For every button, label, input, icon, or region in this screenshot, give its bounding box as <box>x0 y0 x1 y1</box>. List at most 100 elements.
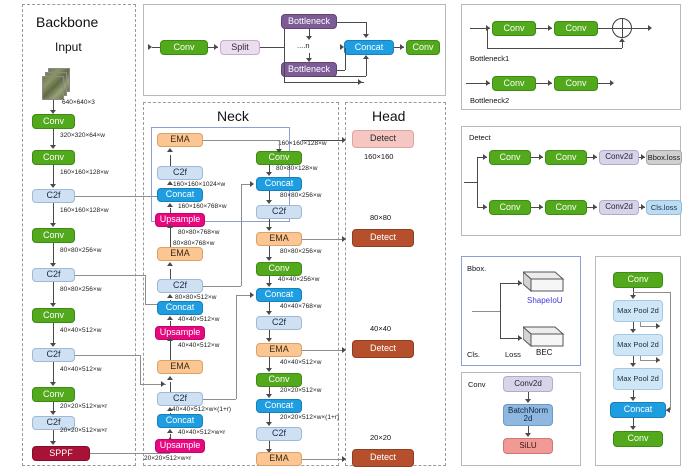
neck-node-c2f-r3[interactable]: C2f <box>256 427 302 441</box>
bb-dim-9: 20×20×512×w×r <box>60 427 108 434</box>
nl-dim-8: 40×40×512×w×(1+r) <box>172 406 232 413</box>
backbone-node-c2f-4[interactable]: C2f <box>32 416 75 430</box>
loss-bus <box>500 283 501 338</box>
head-detect-4[interactable]: Detect <box>352 449 414 467</box>
b1-in <box>470 28 490 29</box>
neck-node-c2f-1[interactable]: C2f <box>157 166 203 180</box>
backbone-node-conv-1[interactable]: Conv <box>32 114 75 129</box>
neck-node-c2f-2[interactable]: C2f <box>157 279 203 293</box>
detect-row2-conv-1[interactable]: Conv <box>489 200 531 215</box>
c2f-ellipsis: ....n <box>297 41 310 50</box>
backbone-node-c2f-3[interactable]: C2f <box>32 348 75 362</box>
detect-row2-conv2d[interactable]: Conv2d <box>599 200 639 215</box>
detect-bbox-loss[interactable]: Bbox.loss <box>646 150 682 165</box>
bottleneck1-conv-2[interactable]: Conv <box>554 21 598 36</box>
detect-row1-conv-2[interactable]: Conv <box>545 150 587 165</box>
head-detect-2[interactable]: Detect <box>352 229 414 247</box>
sppf-maxpool-2[interactable]: Max Pool 2d <box>613 334 663 356</box>
neck-node-ema-r1[interactable]: EMA <box>256 232 302 246</box>
neck-node-concat-2[interactable]: Concat <box>157 301 203 315</box>
head-detect-3[interactable]: Detect <box>352 340 414 358</box>
nr-line-4 <box>269 246 270 260</box>
detect-row2-conv-2[interactable]: Conv <box>545 200 587 215</box>
dm-in <box>464 182 477 183</box>
bb-line-8 <box>53 402 54 413</box>
neck-node-ema-r3[interactable]: EMA <box>256 452 302 466</box>
neck-node-concat-r3[interactable]: Concat <box>256 399 302 413</box>
neck-node-upsample-1[interactable]: Upsample <box>155 213 205 227</box>
skip-c2f2-v <box>145 275 146 304</box>
sp-skip-outer-v <box>670 292 671 410</box>
head-detect-scale-2: 80×80 <box>370 213 392 222</box>
detect-cls-loss[interactable]: Cls.loss <box>646 200 682 215</box>
dm-r2-a3 <box>641 204 645 210</box>
bb-dim-7: 40×40×512×w <box>60 366 102 373</box>
bb-arrow-0 <box>50 110 56 114</box>
neck-node-concat-r2[interactable]: Concat <box>256 288 302 302</box>
neck-node-conv-r2[interactable]: Conv <box>256 262 302 276</box>
head-detect-1[interactable]: Detect <box>352 130 414 148</box>
bottleneck2-conv-1[interactable]: Conv <box>492 76 536 91</box>
backbone-node-conv-5[interactable]: Conv <box>32 387 75 402</box>
backbone-node-c2f-2[interactable]: C2f <box>32 268 75 282</box>
conv-module-batchnorm[interactable]: BatchNorm 2d <box>503 404 553 426</box>
sp-a5 <box>630 426 636 430</box>
backbone-node-conv-2[interactable]: Conv <box>32 150 75 165</box>
c2f-conv-out[interactable]: Conv <box>406 40 440 55</box>
backbone-node-conv-3[interactable]: Conv <box>32 228 75 243</box>
sp-l4 <box>633 390 634 399</box>
neck-node-upsample-3[interactable]: Upsample <box>155 439 205 453</box>
nl-dim-6: 40×40×512×w <box>178 316 220 323</box>
backbone-node-sppf[interactable]: SPPF <box>32 446 90 461</box>
sp-a1 <box>630 295 636 299</box>
c2f-a8 <box>363 55 369 59</box>
bb-dim-1: 320×320×64×w <box>60 132 106 139</box>
sppf-conv-in[interactable]: Conv <box>613 272 663 288</box>
neck-inner-panel <box>151 127 290 222</box>
dm-r2-l2 <box>587 207 597 208</box>
link-c2fl3-arrow <box>250 292 254 298</box>
detect-row1-conv-1[interactable]: Conv <box>489 150 531 165</box>
skip-c2f2-to-concat <box>75 275 145 276</box>
backbone-node-c2f-1[interactable]: C2f <box>32 189 75 203</box>
neck-node-c2f-3[interactable]: C2f <box>157 392 203 406</box>
neck-node-ema-1[interactable]: EMA <box>157 133 203 147</box>
neck-node-upsample-2[interactable]: Upsample <box>155 326 205 340</box>
neck-node-conv-1[interactable]: Conv <box>256 151 302 165</box>
input-image-thumb-1 <box>42 76 64 100</box>
bb-arrow-6 <box>50 343 56 347</box>
neck-node-c2f-r1[interactable]: C2f <box>256 205 302 219</box>
dm-r1-a2 <box>593 154 597 160</box>
backbone-node-conv-4[interactable]: Conv <box>32 308 75 323</box>
bottleneck2-title: Bottleneck2 <box>470 96 510 105</box>
neck-node-conv-r3[interactable]: Conv <box>256 373 302 387</box>
c2f-conv-in[interactable]: Conv <box>160 40 208 55</box>
conv-module-silu[interactable]: SiLU <box>503 438 553 454</box>
bottleneck2-conv-2[interactable]: Conv <box>554 76 598 91</box>
bb-arrow-7 <box>50 382 56 386</box>
c2f-bottleneck-bottom[interactable]: Bottleneck <box>281 62 337 77</box>
neck-node-ema-r2[interactable]: EMA <box>256 343 302 357</box>
neck-node-concat-1[interactable]: Concat <box>157 188 203 202</box>
c2f-split[interactable]: Split <box>220 40 260 55</box>
neck-node-concat-3[interactable]: Concat <box>157 414 203 428</box>
sppf-concat[interactable]: Concat <box>610 402 666 418</box>
neck-node-c2f-r2[interactable]: C2f <box>256 316 302 330</box>
nr-line-3 <box>269 219 270 230</box>
neck-node-concat-r1[interactable]: Concat <box>256 177 302 191</box>
bottleneck1-conv-1[interactable]: Conv <box>492 21 536 36</box>
sppf-maxpool-3[interactable]: Max Pool 2d <box>613 368 663 390</box>
nl-arrow-2 <box>167 181 173 185</box>
neck-node-ema-3[interactable]: EMA <box>157 360 203 374</box>
skip-c2f3-arrow <box>161 381 165 387</box>
c2f-bottleneck-top[interactable]: Bottleneck <box>281 14 337 29</box>
loss-bot-arrow <box>518 335 522 341</box>
conv-module-conv2d[interactable]: Conv2d <box>503 376 553 392</box>
bec-label: BEC <box>536 348 553 357</box>
sppf-conv-out[interactable]: Conv <box>613 431 663 447</box>
neck-node-ema-2[interactable]: EMA <box>157 247 203 261</box>
sppf-maxpool-1[interactable]: Max Pool 2d <box>613 300 663 322</box>
c2f-concat[interactable]: Concat <box>344 40 394 55</box>
detect-row1-conv2d[interactable]: Conv2d <box>599 150 639 165</box>
nr-line-1 <box>269 165 270 174</box>
